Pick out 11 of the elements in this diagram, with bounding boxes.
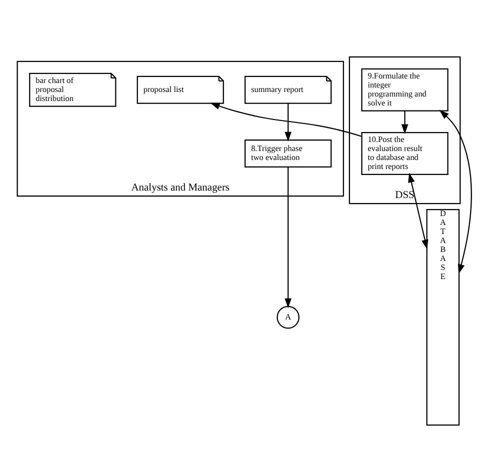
node-box: 10.Post the evaluation result to database and print reports [361,132,448,175]
arrow [401,110,408,134]
node-box: 9.Formulate the integer programming and solve it [361,68,448,112]
arrow [284,104,292,142]
node-box: DATABASE [426,209,460,426]
node-circle: A [276,306,300,329]
arrow [210,102,362,137]
node-box: 8.Trigger phase two evaluation [244,139,332,168]
arrow [408,172,428,250]
arrow [284,166,292,308]
arrow [439,110,472,274]
